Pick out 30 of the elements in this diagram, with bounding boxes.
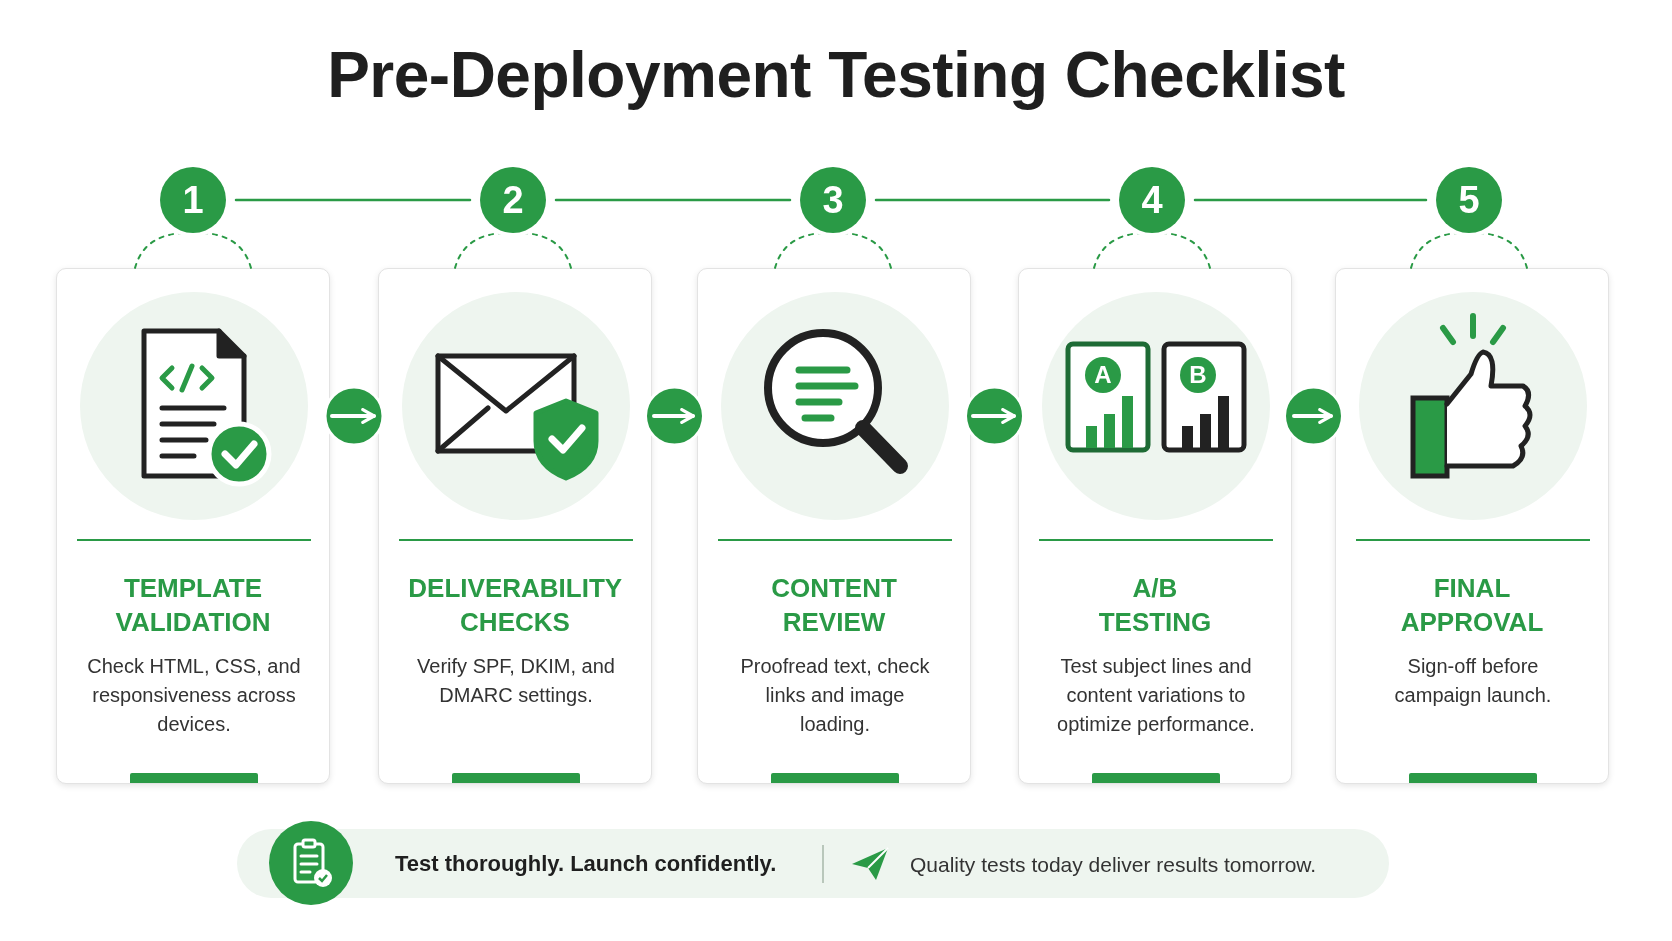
card-description: Proofread text, check links and image loading.: [739, 654, 931, 737]
card-description: Check HTML, CSS, and responsiveness across devices.: [87, 654, 301, 737]
card-heading: CONTENT REVIEW: [771, 572, 897, 639]
slogan-text: Test thoroughly. Launch confidently.: [395, 850, 777, 878]
step-number-badge: 1: [160, 167, 226, 233]
step-card: [378, 268, 652, 784]
arrow: [971, 408, 1016, 424]
card-heading: DELIVERABILITY CHECKS: [408, 572, 622, 639]
card-description: Verify SPF, DKIM, and DMARC settings.: [416, 654, 616, 708]
step-number-badge: 4: [1119, 167, 1185, 233]
step-card: [1018, 268, 1292, 784]
arrow: [1292, 408, 1333, 424]
step-card: [1335, 268, 1609, 784]
step-number-badge: 5: [1436, 167, 1502, 233]
card-description: Test subject lines and content variations to optimize performance.: [1056, 654, 1256, 737]
connector-line: [1193, 198, 1428, 202]
arrow: [652, 408, 695, 424]
step-card: [697, 268, 971, 784]
connector-line: [554, 198, 792, 202]
card-heading: A/B TESTING: [1098, 572, 1212, 639]
step-number-badge: 3: [800, 167, 866, 233]
card-description: Sign-off before campaign launch.: [1393, 654, 1553, 708]
arrow: [330, 408, 376, 424]
connector-line: [874, 198, 1111, 202]
card-heading: FINAL APPROVAL: [1400, 572, 1544, 639]
tagline-text: Quality tests today deliver results tomorrow.: [910, 852, 1317, 878]
connector-line: [234, 198, 472, 202]
title: Pre-Deployment Testing Checklist: [326, 38, 1346, 112]
card-heading: TEMPLATE VALIDATION: [115, 572, 271, 639]
step-card: [56, 268, 330, 784]
